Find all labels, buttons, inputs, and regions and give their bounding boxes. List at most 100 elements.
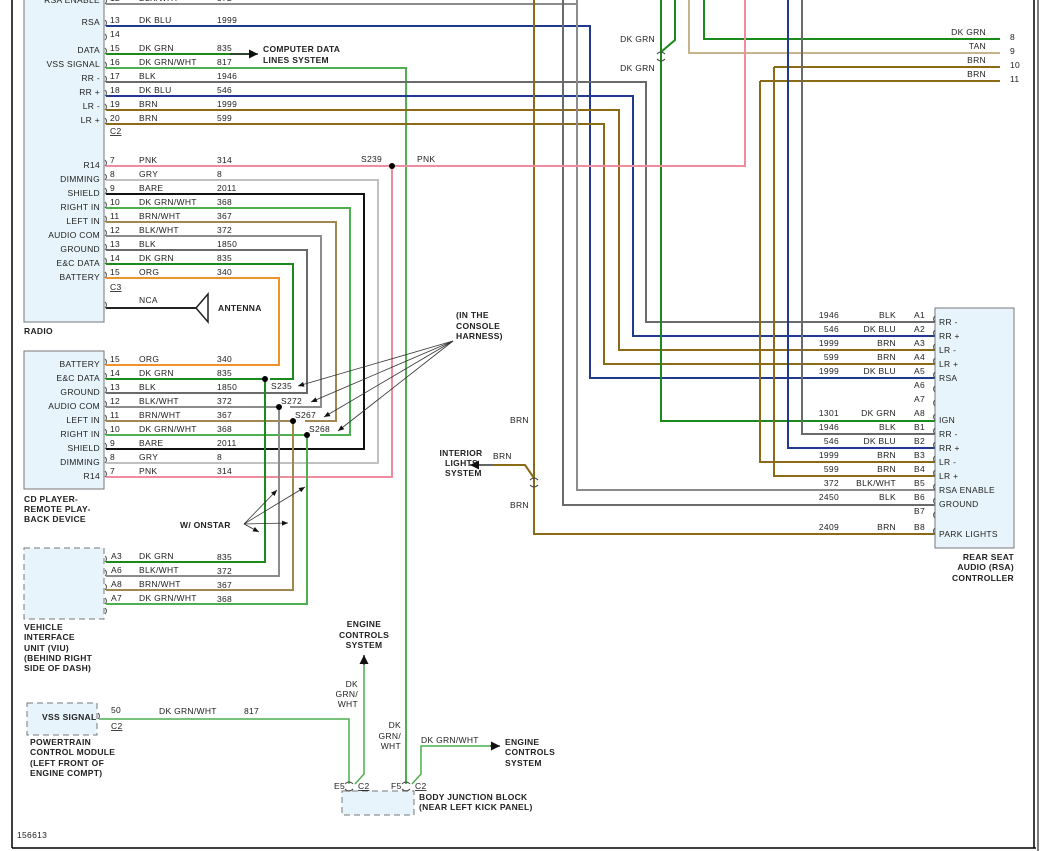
cd-pin: 7 [110, 466, 115, 476]
console-pointer-2 [323, 340, 454, 418]
wire-dimming-8 [106, 179, 379, 464]
brn-label-branch: BRN [493, 451, 512, 461]
wire-ground-2450 [562, 0, 935, 506]
wire-r14-314 [106, 0, 746, 167]
cd-circuit: 8 [217, 452, 222, 462]
cd-color: DK GRN/WHT [139, 424, 197, 434]
connector-terminal [104, 201, 107, 209]
connector-terminal [104, 159, 107, 167]
rsa-pin: B2 [914, 436, 925, 446]
radio-c3-pin: 15 [110, 267, 120, 277]
pcm-box[interactable] [26, 702, 98, 736]
rsa-pin: B8 [914, 522, 925, 532]
radio-c3-color: DK GRN [139, 253, 174, 263]
radio-c2-func: RR + [79, 87, 100, 97]
radio-c2-circuit: 1999 [217, 99, 237, 109]
connector-terminal [104, 428, 107, 436]
computer-data-arrow-head [249, 49, 258, 59]
cd-func: LEFT IN [66, 415, 100, 425]
inline-connector-icon [344, 781, 354, 792]
bjb-c2-left: C2 [358, 781, 369, 791]
engine-controls-right-2: CONTROLS [505, 747, 555, 757]
rsa-color: DK BLU [863, 366, 896, 376]
radio-c3-circuit: 8 [217, 169, 222, 179]
rsa-func: LR + [939, 471, 958, 481]
wire-right-in-368 [106, 207, 351, 436]
connector-terminal [104, 271, 107, 279]
onstar-note: W/ ONSTAR [180, 520, 231, 530]
rsa-pin: A7 [914, 394, 925, 404]
radio-c2-func: LR - [83, 101, 100, 111]
top-right-color: TAN [969, 41, 986, 51]
wire-interior-lights [493, 464, 535, 479]
radio-c3-circuit: 835 [217, 253, 232, 263]
bjb-label-1: BODY JUNCTION BLOCK [419, 792, 528, 802]
engine-controls-upper-3: SYSTEM [346, 640, 383, 650]
connector-terminal [104, 89, 107, 97]
connector-terminal [933, 497, 936, 505]
rsa-pin: B7 [914, 506, 925, 516]
wire-rsa-1999 [106, 25, 935, 379]
top-right-color: DK GRN [951, 27, 986, 37]
splice-s239 [389, 163, 395, 169]
body-junction-block-box[interactable] [341, 790, 415, 816]
radio-c3-func: LEFT IN [66, 216, 100, 226]
cd-player-label-1: CD PLAYER- [24, 494, 78, 504]
cd-circuit: 1850 [217, 382, 237, 392]
wire-lr-plus-599 [106, 123, 935, 365]
brn-label-lower: BRN [510, 500, 529, 510]
onstar-pointer-2-head [281, 520, 288, 526]
radio-c3-circuit: 368 [217, 197, 232, 207]
viu-box[interactable] [23, 547, 105, 620]
pin-labels: RSA ENABLE12BLK/WHT372RSA13DK BLU199914D… [44, 0, 1020, 792]
cd-pin: 8 [110, 452, 115, 462]
console-pointer-0-head [298, 381, 305, 387]
viu-color: BLK/WHT [139, 565, 179, 575]
top-right-pin: 11 [1010, 74, 1019, 84]
rsa-controller-box[interactable] [934, 307, 1015, 549]
rsa-pin: B6 [914, 492, 925, 502]
radio-c2-circuit: 1999 [217, 15, 237, 25]
rsa-color: BLK/WHT [856, 478, 896, 488]
console-pointer-2-head [324, 411, 331, 417]
radio-box[interactable] [23, 0, 105, 323]
connector-terminal [104, 33, 107, 41]
radio-c3-color: BRN/WHT [139, 211, 181, 221]
connector-terminal [933, 315, 936, 323]
wire-audio-com-372 [106, 235, 322, 408]
radio-c3-color: BLK/WHT [139, 225, 179, 235]
connector-terminal [933, 399, 936, 407]
wire-shield-2011 [106, 193, 365, 450]
viu-circuit: 372 [217, 566, 232, 576]
bjb-out-label: DK GRN/WHT [421, 735, 479, 745]
cd-circuit: 367 [217, 410, 232, 420]
rsa-circuit: 1999 [819, 338, 839, 348]
radio-c3-circuit: 367 [217, 211, 232, 221]
rsa-circuit: 546 [824, 324, 839, 334]
viu-label-2: INTERFACE [24, 632, 75, 642]
radio-c3-func: E&C DATA [56, 258, 100, 268]
rsa-color: BRN [877, 338, 896, 348]
rsa-pin: A1 [914, 310, 925, 320]
rsa-func: RSA ENABLE [939, 485, 995, 495]
pcm-label-4: ENGINE COMPT) [30, 768, 102, 778]
viu-label-3: UNIT (VIU) [24, 643, 69, 653]
cd-player-box[interactable] [23, 350, 105, 490]
engine-controls-upper-2: CONTROLS [339, 630, 389, 640]
radio-c3-circuit: 1850 [217, 239, 237, 249]
viu-pin: A3 [111, 551, 122, 561]
connector-terminal [104, 555, 107, 563]
radio-c2-func: RR - [81, 73, 100, 83]
viu-circuit: 367 [217, 580, 232, 590]
viu-pin: A6 [111, 565, 122, 575]
engine-controls-right-3: SYSTEM [505, 758, 542, 768]
radio-c2-color: BLK [139, 71, 156, 81]
rsa-color: BLK [879, 310, 896, 320]
connector-terminal [933, 469, 936, 477]
wire-cd-r14 [106, 166, 393, 478]
connector-terminal [104, 215, 107, 223]
cd-pin: 13 [110, 382, 120, 392]
connector-terminal [933, 371, 936, 379]
splice-s239-label: S239 [361, 154, 382, 164]
connector-terminal [104, 257, 107, 265]
